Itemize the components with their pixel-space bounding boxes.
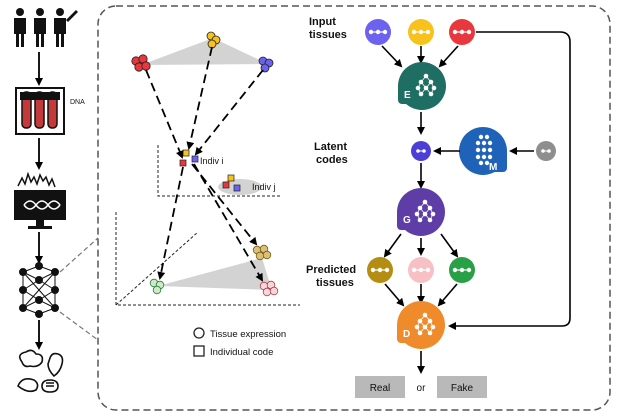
encoder-network: E	[398, 62, 446, 110]
people-icon	[14, 8, 78, 47]
latent-codes-label-line1: Latent	[314, 141, 347, 153]
monitor-dna-icon	[14, 171, 66, 229]
tissue-cluster-red	[131, 54, 151, 72]
input-tissues-label-line1: Input	[309, 16, 336, 28]
input-tissue-red	[449, 19, 475, 45]
discriminator-network: D	[397, 301, 445, 349]
predicted-tissue-olive	[367, 257, 393, 283]
indiv-i-code	[179, 149, 199, 167]
predicted-tissues-label-line2: tissues	[316, 277, 354, 289]
test-tubes-icon: DNA	[15, 87, 85, 135]
latent-codes-label-line2: codes	[316, 154, 348, 166]
real-label: Real	[370, 383, 391, 394]
input-tissues-label-line2: tissues	[309, 29, 347, 41]
fake-box	[437, 376, 487, 398]
generator-output-arrows	[383, 233, 459, 258]
input-arrows	[381, 45, 459, 68]
predicted-tissue-green	[449, 257, 475, 283]
encoder-label: E	[404, 90, 411, 101]
tissue-cluster-yellow	[206, 31, 221, 49]
fake-label: Fake	[451, 383, 474, 394]
legend-square-icon	[193, 345, 205, 357]
indiv-j-code	[222, 174, 241, 192]
predicted-tissues-label-line1: Predicted	[306, 264, 356, 276]
noise-input	[536, 141, 556, 161]
legend-individual-label: Individual code	[210, 347, 273, 358]
predicted-tissue-pink	[408, 257, 434, 283]
input-tissue-yellow	[408, 19, 434, 45]
indiv-j-label: Indiv j	[252, 182, 276, 192]
tissue-plane-bottom	[158, 258, 272, 290]
real-data-feedback-line	[448, 31, 571, 330]
dna-glyph-text: DNA	[70, 99, 85, 106]
input-tissue-blue	[365, 19, 391, 45]
projection-arrows	[145, 46, 264, 282]
organs-icon	[17, 349, 64, 393]
tissue-cluster-blue	[258, 56, 274, 73]
zoom-panel-border	[97, 5, 611, 411]
predicted-to-discriminator-arrows	[384, 283, 458, 307]
zoom-connector-bottom	[59, 311, 99, 341]
middle-axes	[157, 145, 280, 197]
indiv-i-label: Indiv i	[200, 156, 224, 166]
real-box	[355, 376, 405, 398]
zoom-connector-top	[59, 237, 99, 273]
predicted-cluster-green	[149, 278, 165, 295]
tissue-plane-top	[141, 38, 268, 65]
legend-tissue-label: Tissue expression	[210, 329, 286, 340]
mapping-network: M	[459, 127, 507, 175]
bottom-axis-diagonal	[115, 231, 199, 306]
predicted-cluster-olive	[252, 244, 272, 261]
neural-network-icon	[19, 262, 59, 318]
mapping-label: M	[489, 162, 497, 173]
legend-circle-icon	[193, 327, 205, 339]
or-label: or	[417, 383, 427, 394]
generator-network: G	[397, 188, 445, 236]
predicted-cluster-pink	[259, 280, 279, 297]
discriminator-label: D	[403, 329, 410, 340]
generator-label: G	[403, 215, 411, 226]
latent-code	[411, 141, 431, 161]
